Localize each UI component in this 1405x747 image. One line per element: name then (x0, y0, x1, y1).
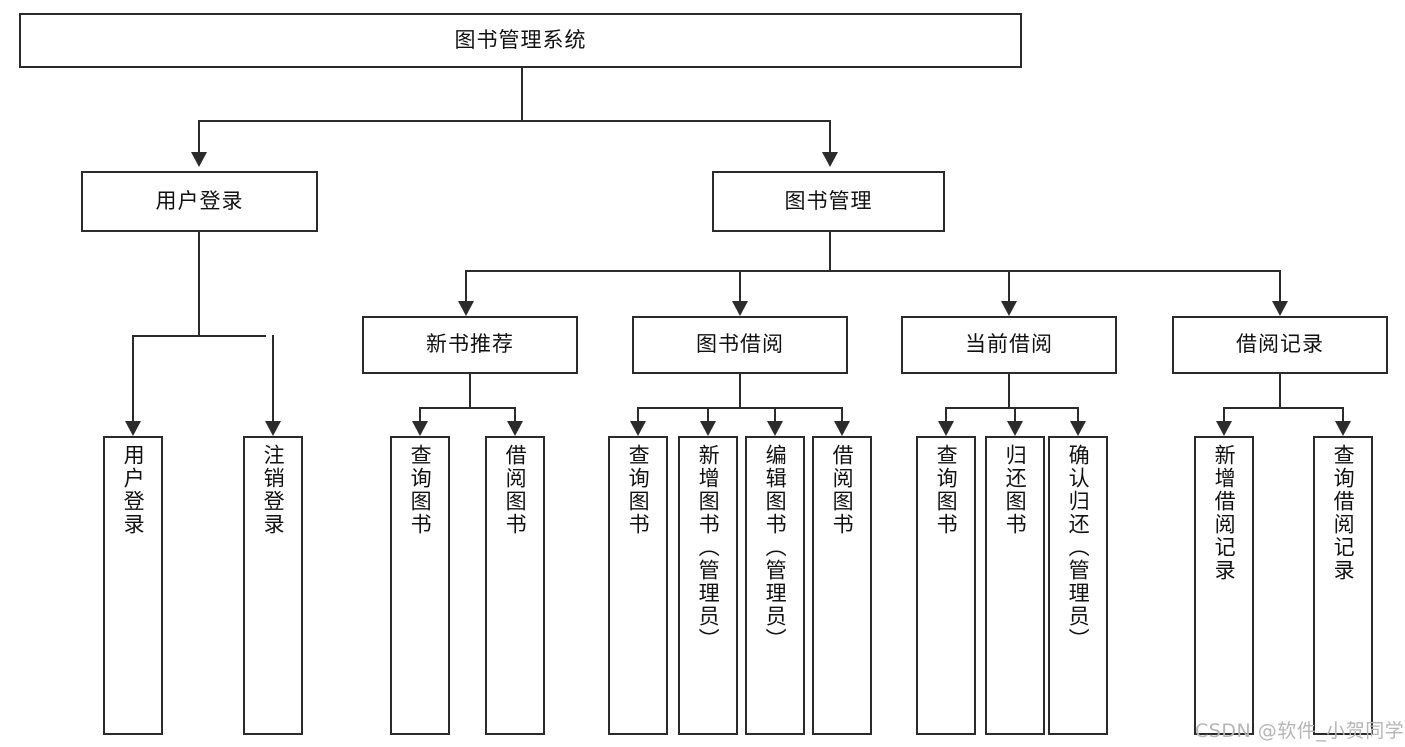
arrow-book-manage-to-recommend (458, 301, 474, 316)
node-current-query-book[interactable]: 查询图书 (916, 436, 976, 735)
arrow-root-to-user-login (191, 152, 207, 167)
edge-book-borrow-stem (739, 374, 741, 407)
arrow-current-to-confirm (1070, 421, 1086, 436)
edge-user-login-to-login (132, 335, 134, 421)
edge-book-borrow-to-edit (774, 407, 776, 421)
edge-recommend-to-borrow (514, 407, 516, 421)
edge-book-borrow-to-add (707, 407, 709, 421)
node-book-borrow[interactable]: 图书借阅 (632, 316, 848, 374)
edge-user-login-bus (132, 335, 266, 337)
node-current-return-book-label: 归还图书 (1003, 444, 1028, 536)
edge-root-bus (198, 120, 830, 122)
node-recommend-query-book-label: 查询图书 (408, 444, 433, 536)
edge-borrow-record-stem (1279, 374, 1281, 407)
node-current-return-book[interactable]: 归还图书 (985, 436, 1045, 735)
arrow-book-borrow-to-borrow (834, 421, 850, 436)
edge-current-to-confirm (1077, 407, 1079, 421)
node-book-manage[interactable]: 图书管理 (712, 171, 945, 232)
node-borrow-borrow-book-label: 借阅图书 (830, 444, 855, 536)
node-user-login-login-label: 用户登录 (121, 444, 146, 536)
node-current-borrow[interactable]: 当前借阅 (901, 316, 1117, 374)
edge-recommend-stem (469, 374, 471, 407)
edge-root-stem (521, 68, 523, 120)
node-user-login-login[interactable]: 用户登录 (103, 436, 163, 735)
node-recommend-borrow-book[interactable]: 借阅图书 (485, 436, 545, 735)
edge-current-borrow-stem (1008, 374, 1010, 407)
edge-book-borrow-to-query (637, 407, 639, 421)
arrow-user-login-to-logout (265, 421, 281, 436)
arrow-record-to-query (1335, 421, 1351, 436)
arrow-user-login-to-login (125, 421, 141, 436)
edge-recommend-bus (419, 407, 516, 409)
csdn-watermark: CSDN @软件_小贺同学 (1195, 720, 1405, 742)
node-record-add-record-label: 新增借阅记录 (1212, 444, 1237, 582)
edge-borrow-record-bus (1223, 407, 1343, 409)
node-current-borrow-label: 当前借阅 (965, 332, 1053, 357)
node-root-label: 图书管理系统 (454, 27, 587, 52)
edge-user-login-stem (198, 232, 200, 335)
node-recommend-query-book[interactable]: 查询图书 (390, 436, 450, 735)
edge-record-to-add (1223, 407, 1225, 421)
node-book-manage-label: 图书管理 (784, 188, 873, 213)
edge-user-login-to-logout (272, 335, 274, 421)
node-user-login-logout-label: 注销登录 (261, 444, 286, 536)
edge-book-manage-to-borrow (739, 270, 741, 301)
node-user-login-label: 用户登录 (155, 188, 244, 213)
edge-book-manage-to-record (1279, 270, 1281, 301)
node-root[interactable]: 图书管理系统 (19, 13, 1022, 68)
arrow-current-to-query (938, 421, 954, 436)
edge-current-to-return (1014, 407, 1016, 421)
edge-root-to-user-login (198, 120, 200, 152)
edge-book-manage-stem (829, 232, 831, 270)
edge-root-to-book-manage (829, 120, 831, 152)
node-current-query-book-label: 查询图书 (934, 444, 959, 536)
arrow-book-borrow-to-edit (767, 421, 783, 436)
node-borrow-add-book-label: 新增图书（管理员） (696, 444, 721, 651)
node-new-book-recommend-label: 新书推荐 (426, 332, 514, 357)
node-borrow-add-book[interactable]: 新增图书（管理员） (678, 436, 738, 735)
edge-recommend-to-query (419, 407, 421, 421)
edge-book-manage-to-recommend (465, 270, 467, 301)
arrow-book-borrow-to-add (700, 421, 716, 436)
arrow-root-to-book-manage (822, 152, 838, 167)
edge-book-borrow-to-borrow (841, 407, 843, 421)
node-current-confirm-return-label: 确认归还（管理员） (1066, 444, 1091, 651)
arrow-recommend-to-borrow (507, 421, 523, 436)
node-record-add-record[interactable]: 新增借阅记录 (1194, 436, 1254, 735)
edge-book-manage-to-current (1008, 270, 1010, 301)
arrow-current-to-return (1007, 421, 1023, 436)
node-record-query-record-label: 查询借阅记录 (1331, 444, 1356, 582)
node-record-query-record[interactable]: 查询借阅记录 (1313, 436, 1373, 735)
arrow-book-manage-to-borrow (732, 301, 748, 316)
node-borrow-edit-book[interactable]: 编辑图书（管理员） (745, 436, 805, 735)
edge-record-to-query (1342, 407, 1344, 421)
edge-book-manage-bus (465, 270, 1280, 272)
node-user-login[interactable]: 用户登录 (81, 171, 318, 232)
arrow-book-manage-to-current (1001, 301, 1017, 316)
arrow-book-borrow-to-query (630, 421, 646, 436)
node-borrow-query-book[interactable]: 查询图书 (608, 436, 668, 735)
node-new-book-recommend[interactable]: 新书推荐 (362, 316, 578, 374)
edge-current-to-query (945, 407, 947, 421)
arrow-record-to-add (1216, 421, 1232, 436)
arrow-book-manage-to-record (1272, 301, 1288, 316)
arrow-recommend-to-query (412, 421, 428, 436)
node-borrow-query-book-label: 查询图书 (626, 444, 651, 536)
edge-current-borrow-bus (945, 407, 1078, 409)
node-borrow-record[interactable]: 借阅记录 (1172, 316, 1388, 374)
node-user-login-logout[interactable]: 注销登录 (243, 436, 303, 735)
node-borrow-edit-book-label: 编辑图书（管理员） (763, 444, 788, 651)
node-borrow-record-label: 借阅记录 (1236, 332, 1324, 357)
node-borrow-borrow-book[interactable]: 借阅图书 (812, 436, 872, 735)
node-recommend-borrow-book-label: 借阅图书 (503, 444, 528, 536)
node-current-confirm-return[interactable]: 确认归还（管理员） (1048, 436, 1108, 735)
edge-book-borrow-bus (637, 407, 842, 409)
node-book-borrow-label: 图书借阅 (696, 332, 784, 357)
